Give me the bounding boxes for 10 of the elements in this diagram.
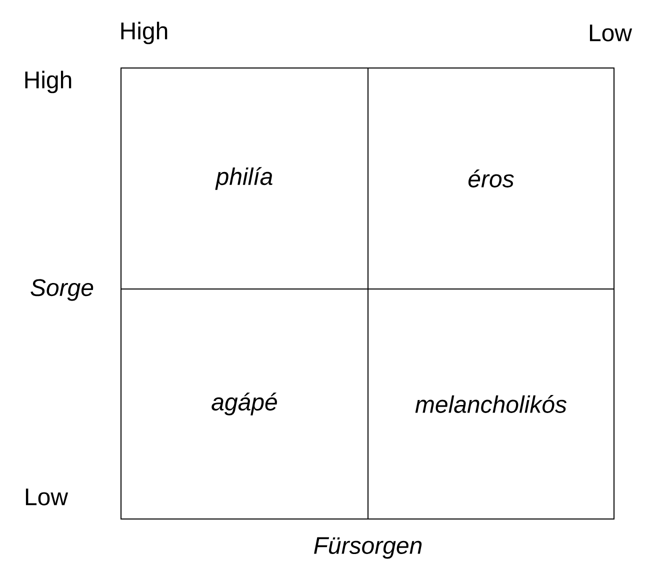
quadrant-cell: philía [120,68,368,290]
axis-label: Low [26,488,68,506]
quadrant-cell: agápé [120,288,368,520]
axis-label: High [25,70,72,94]
axis-label: High [121,22,168,44]
quadrant-cell: éros [368,68,614,290]
axis-label: Low [590,24,632,42]
axis-label: Fürsorgen [314,537,422,559]
quadrant-cell: melancholikós [368,288,614,520]
axis-label: Sorge [30,279,94,301]
